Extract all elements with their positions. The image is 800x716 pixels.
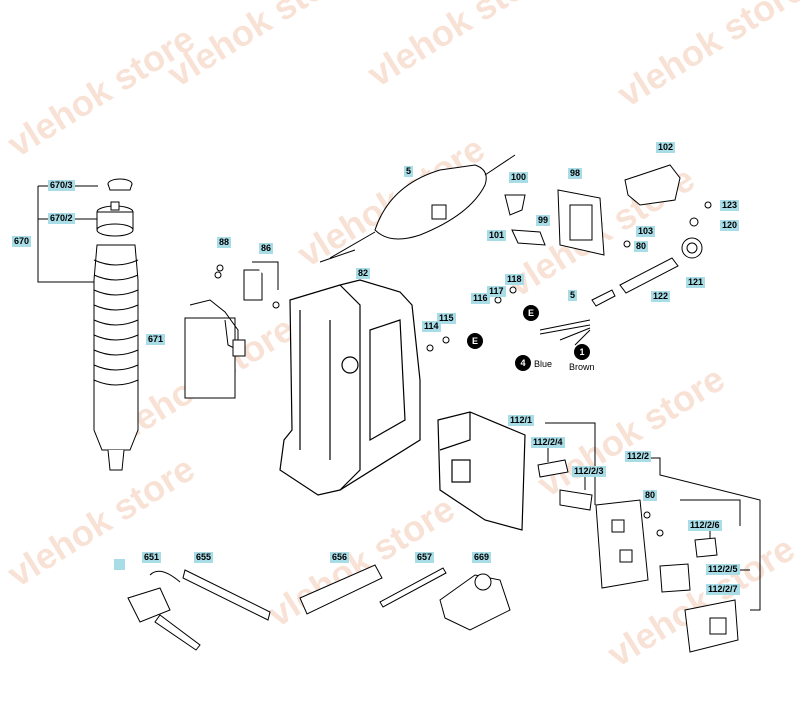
label-112-2-3: 112/2/3 bbox=[572, 466, 606, 477]
part-657-rod bbox=[379, 567, 447, 608]
label-670-2: 670/2 bbox=[48, 213, 75, 224]
part-671-sleeve bbox=[184, 299, 246, 399]
label-112-2: 112/2 bbox=[625, 451, 652, 462]
part-656-tube bbox=[299, 564, 383, 615]
label-5-mid: 5 bbox=[568, 290, 578, 301]
part-98-plate bbox=[557, 189, 605, 256]
label-99: 99 bbox=[536, 215, 551, 226]
part-112-2-5 bbox=[659, 563, 691, 593]
wire-label-brown: Brown bbox=[569, 362, 595, 372]
part-112-2-3 bbox=[559, 489, 593, 511]
label-82: 82 bbox=[356, 268, 371, 279]
part-670-2-cap bbox=[96, 201, 134, 237]
part-86-bracket bbox=[214, 261, 280, 309]
part-99-clip bbox=[511, 229, 546, 246]
color-marker-square bbox=[114, 559, 125, 570]
part-112-2-panel bbox=[595, 499, 649, 589]
label-101: 101 bbox=[487, 230, 507, 241]
marker-e-left: E bbox=[467, 333, 483, 349]
label-5-top: 5 bbox=[404, 166, 414, 177]
wire-label-blue: Blue bbox=[534, 359, 553, 369]
part-670-3-cap bbox=[107, 178, 133, 191]
part-651 bbox=[127, 570, 201, 651]
part-655-wrench bbox=[182, 569, 271, 621]
label-100: 100 bbox=[509, 172, 529, 183]
part-112-1-housing bbox=[437, 411, 526, 531]
part-112-2-7 bbox=[684, 599, 739, 653]
part-122-tube bbox=[591, 257, 679, 307]
label-80-bottom: 80 bbox=[643, 490, 658, 501]
label-112-2-5: 112/2/5 bbox=[706, 564, 740, 575]
label-122: 122 bbox=[651, 291, 671, 302]
label-670: 670 bbox=[12, 236, 32, 247]
label-114: 114 bbox=[422, 321, 441, 332]
screws bbox=[426, 201, 712, 537]
label-86: 86 bbox=[259, 243, 274, 254]
part-669 bbox=[439, 573, 511, 631]
label-121: 121 bbox=[686, 277, 706, 288]
label-115: 115 bbox=[437, 313, 456, 324]
label-117: 117 bbox=[487, 286, 506, 297]
label-670-3: 670/3 bbox=[48, 180, 75, 191]
label-80-top: 80 bbox=[634, 241, 649, 252]
label-671: 671 bbox=[146, 334, 166, 345]
part-121-knob bbox=[681, 237, 703, 259]
label-102: 102 bbox=[656, 142, 676, 153]
label-88: 88 bbox=[217, 237, 232, 248]
label-651: 651 bbox=[142, 552, 162, 563]
part-112-2-4 bbox=[537, 459, 569, 478]
label-656: 656 bbox=[330, 552, 350, 563]
label-112-2-6: 112/2/6 bbox=[688, 520, 722, 531]
label-120: 120 bbox=[720, 220, 740, 231]
label-112-2-4: 112/2/4 bbox=[531, 437, 565, 448]
label-118: 118 bbox=[505, 274, 524, 285]
label-669: 669 bbox=[472, 552, 492, 563]
part-102 bbox=[624, 164, 681, 206]
label-116: 116 bbox=[471, 293, 490, 304]
part-112-2-6 bbox=[694, 537, 718, 558]
part-100-clip bbox=[504, 194, 526, 216]
label-103: 103 bbox=[636, 226, 656, 237]
label-112-1: 112/1 bbox=[508, 415, 535, 426]
leader-670 bbox=[37, 186, 98, 283]
marker-e-top: E bbox=[523, 305, 539, 321]
label-657: 657 bbox=[415, 552, 435, 563]
marker-4: 4 bbox=[515, 355, 531, 371]
marker-1: 1 bbox=[574, 344, 590, 360]
label-123: 123 bbox=[720, 200, 740, 211]
wires bbox=[539, 319, 591, 346]
part-670-bellows bbox=[93, 244, 139, 471]
part-5-motor bbox=[319, 154, 516, 263]
label-112-2-7: 112/2/7 bbox=[706, 584, 740, 595]
leaders-112 bbox=[545, 422, 761, 611]
label-98: 98 bbox=[568, 168, 583, 179]
label-655: 655 bbox=[194, 552, 214, 563]
part-82-frame bbox=[279, 279, 421, 496]
